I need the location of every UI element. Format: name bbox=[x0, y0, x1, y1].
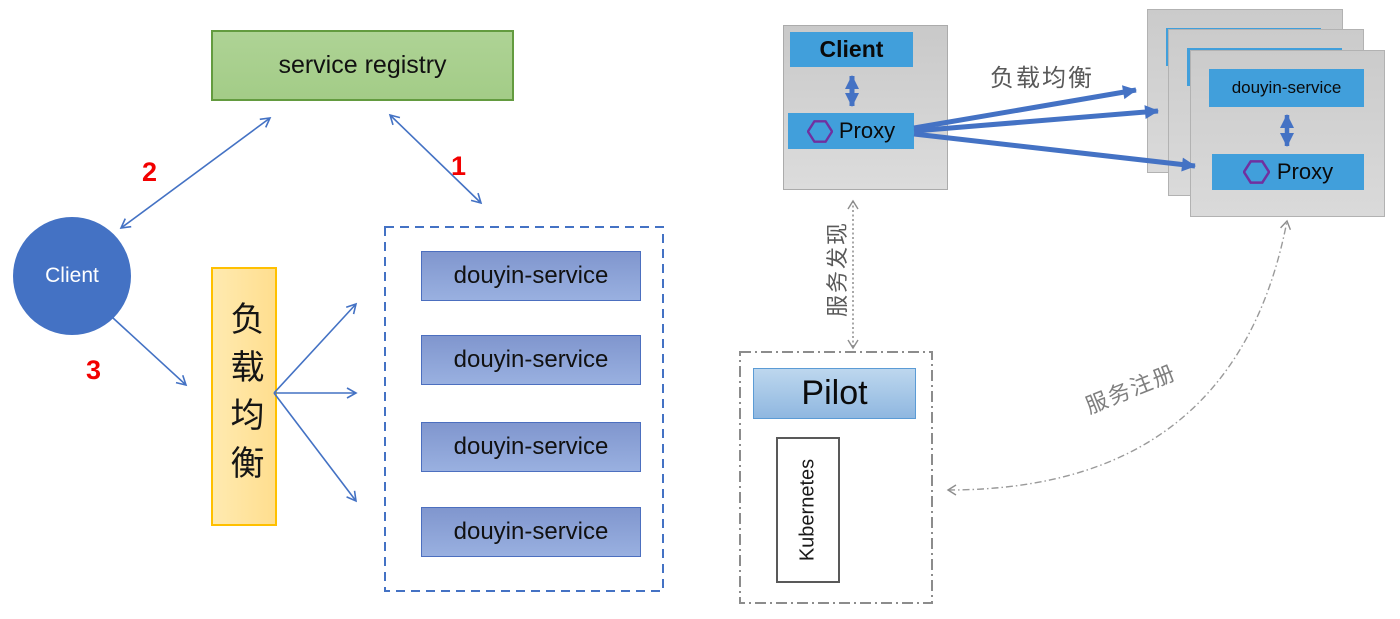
service-discovery-label: 服务发现 bbox=[825, 221, 850, 318]
pilot-label: Pilot bbox=[801, 374, 868, 412]
arrow-registry-services bbox=[388, 113, 483, 205]
douyin-service-label: douyin-service bbox=[453, 518, 609, 545]
load-balancer-label: 负载均衡 bbox=[225, 300, 263, 493]
stack-douyin-service-label: douyin-service bbox=[1231, 78, 1342, 97]
step-label-2: 2 bbox=[142, 157, 158, 187]
douyin-service-label: douyin-service bbox=[453, 262, 609, 289]
kubernetes-label: Kubernetes bbox=[796, 458, 819, 562]
arrow-lb-fan-3 bbox=[273, 392, 357, 503]
load-balancer-box: 负载均衡 bbox=[211, 267, 277, 526]
douyin-service-box-2: douyin-service bbox=[421, 335, 641, 385]
kubernetes-box: Kubernetes bbox=[776, 437, 840, 583]
douyin-service-box-1: douyin-service bbox=[421, 251, 641, 301]
arrow-lb-fan-1 bbox=[273, 302, 358, 394]
client-circle: Client bbox=[13, 217, 131, 335]
pilot-box: Pilot bbox=[753, 368, 916, 419]
proxy-hexagon-icon bbox=[1242, 160, 1270, 184]
step-label-1: 1 bbox=[451, 151, 467, 181]
client-label: Client bbox=[45, 264, 99, 287]
stack-proxy-label: Proxy bbox=[1276, 159, 1334, 184]
mesh-client-box: Client bbox=[790, 32, 913, 67]
service-registration-label: 服务注册 bbox=[1081, 359, 1181, 419]
proxy-hexagon-icon bbox=[806, 119, 833, 143]
arrow-proxy-stack-2 bbox=[913, 105, 1159, 134]
douyin-service-label: douyin-service bbox=[453, 346, 609, 373]
service-registry-box: service registry bbox=[211, 30, 514, 101]
arrow-service-registration bbox=[946, 219, 1292, 496]
stack-douyin-service-box: douyin-service bbox=[1209, 69, 1364, 107]
douyin-service-box-3: douyin-service bbox=[421, 422, 641, 472]
step-label-3: 3 bbox=[86, 355, 102, 385]
mesh-client-label: Client bbox=[819, 36, 884, 62]
douyin-service-label: douyin-service bbox=[453, 433, 609, 460]
douyin-service-box-4: douyin-service bbox=[421, 507, 641, 557]
mesh-proxy-label: Proxy bbox=[838, 118, 896, 143]
service-instance-card-front: douyin-service Proxy bbox=[1190, 50, 1385, 217]
service-registry-label: service registry bbox=[278, 51, 447, 79]
stack-proxy-box: Proxy bbox=[1212, 154, 1364, 190]
mesh-proxy-box: Proxy bbox=[788, 113, 914, 149]
load-balance-arrow-label: 负载均衡 bbox=[990, 65, 1094, 92]
arrow-client-loadbalancer bbox=[112, 317, 188, 387]
